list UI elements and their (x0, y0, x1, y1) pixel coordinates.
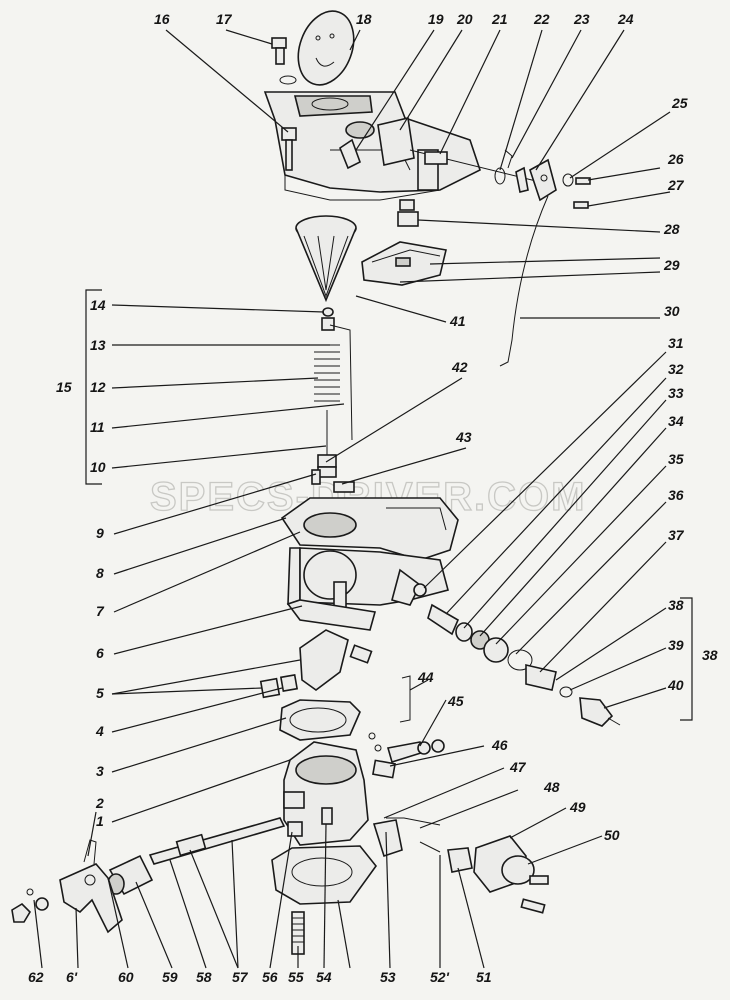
idle-screw-and-spring (372, 817, 473, 873)
label-28: 28 (663, 221, 680, 237)
label-6: 6 (96, 645, 104, 661)
label-22: 22 (533, 11, 550, 27)
label-56: 56 (262, 969, 278, 985)
label-39: 39 (668, 637, 684, 653)
label-48: 48 (543, 779, 560, 795)
label-46: 46 (491, 737, 508, 753)
label-27: 27 (667, 177, 685, 193)
label-20: 20 (456, 11, 473, 27)
bushing-59-60 (107, 854, 154, 896)
gasket-54 (271, 845, 378, 905)
label-15: 15 (56, 379, 72, 395)
label-57: 57 (232, 969, 249, 985)
label-7: 7 (96, 603, 105, 619)
choke-valve-18 (297, 10, 355, 86)
label-40: 40 (667, 677, 684, 693)
label-33: 33 (668, 385, 684, 401)
label-50: 50 (604, 827, 620, 843)
leader-lines (33, 29, 693, 969)
label-53: 53 (380, 969, 396, 985)
label-58: 58 (196, 969, 212, 985)
label-29: 29 (663, 257, 680, 273)
throttle-shaft-58 (148, 817, 286, 865)
label-31: 31 (668, 335, 684, 351)
throttle-body (283, 741, 369, 846)
throttle-lever-61 (59, 839, 123, 934)
label-61: 6' (66, 969, 78, 985)
label-30: 30 (664, 303, 680, 319)
gasket-3 (279, 699, 361, 741)
rod-30 (499, 195, 549, 367)
label-5: 5 (96, 685, 104, 701)
economizer-parts (413, 583, 621, 727)
label-4: 4 (95, 723, 104, 739)
label-25: 25 (671, 95, 688, 111)
label-47: 47 (509, 759, 527, 775)
label-36: 36 (668, 487, 684, 503)
label-14: 14 (90, 297, 106, 313)
label-23: 23 (573, 11, 590, 27)
diffuser-41 (295, 215, 357, 303)
screw-17 (271, 37, 297, 85)
float-28-29 (361, 241, 447, 286)
label-54: 54 (316, 969, 332, 985)
label-24: 24 (617, 11, 634, 27)
label-41: 41 (449, 313, 466, 329)
air-horn-cover (263, 91, 481, 201)
needle-valve-27 (397, 199, 419, 227)
label-17: 17 (216, 11, 233, 27)
label-11: 11 (90, 419, 105, 435)
label-38-group: 38 (702, 647, 718, 663)
label-2: 2 (95, 795, 104, 811)
label-49: 49 (569, 799, 586, 815)
label-10: 10 (90, 459, 106, 475)
label-44: 44 (417, 669, 434, 685)
pump-assembly-15 (314, 307, 353, 478)
label-52: 52' (430, 969, 450, 985)
label-42: 42 (451, 359, 468, 375)
label-51: 51 (476, 969, 492, 985)
label-13: 13 (90, 337, 106, 353)
label-62: 62 (28, 969, 44, 985)
stud-56 (291, 911, 305, 955)
label-60: 60 (118, 969, 134, 985)
label-34: 34 (668, 413, 684, 429)
label-37: 37 (668, 527, 685, 543)
label-19: 19 (428, 11, 444, 27)
label-26: 26 (667, 151, 684, 167)
label-32: 32 (668, 361, 684, 377)
label-1: 1 (96, 813, 104, 829)
float-chamber-body (280, 497, 459, 631)
diaphragm-49-50 (473, 835, 549, 914)
label-21: 21 (491, 11, 508, 27)
label-35: 35 (668, 451, 684, 467)
jet-42-43 (311, 469, 355, 493)
bolt-16 (281, 127, 297, 171)
label-16: 16 (154, 11, 170, 27)
label-12: 12 (90, 379, 106, 395)
label-3: 3 (96, 763, 104, 779)
label-59: 59 (162, 969, 178, 985)
label-8: 8 (96, 565, 104, 581)
label-45: 45 (447, 693, 464, 709)
throttle-valve-and-screws (259, 629, 373, 699)
label-43: 43 (455, 429, 472, 445)
label-55: 55 (288, 969, 304, 985)
nut-62 (11, 888, 49, 923)
callout-labels: 16 17 18 19 20 21 22 23 24 25 26 27 28 2… (28, 11, 718, 985)
label-38: 38 (668, 597, 684, 613)
label-18: 18 (356, 11, 372, 27)
label-9: 9 (96, 525, 104, 541)
